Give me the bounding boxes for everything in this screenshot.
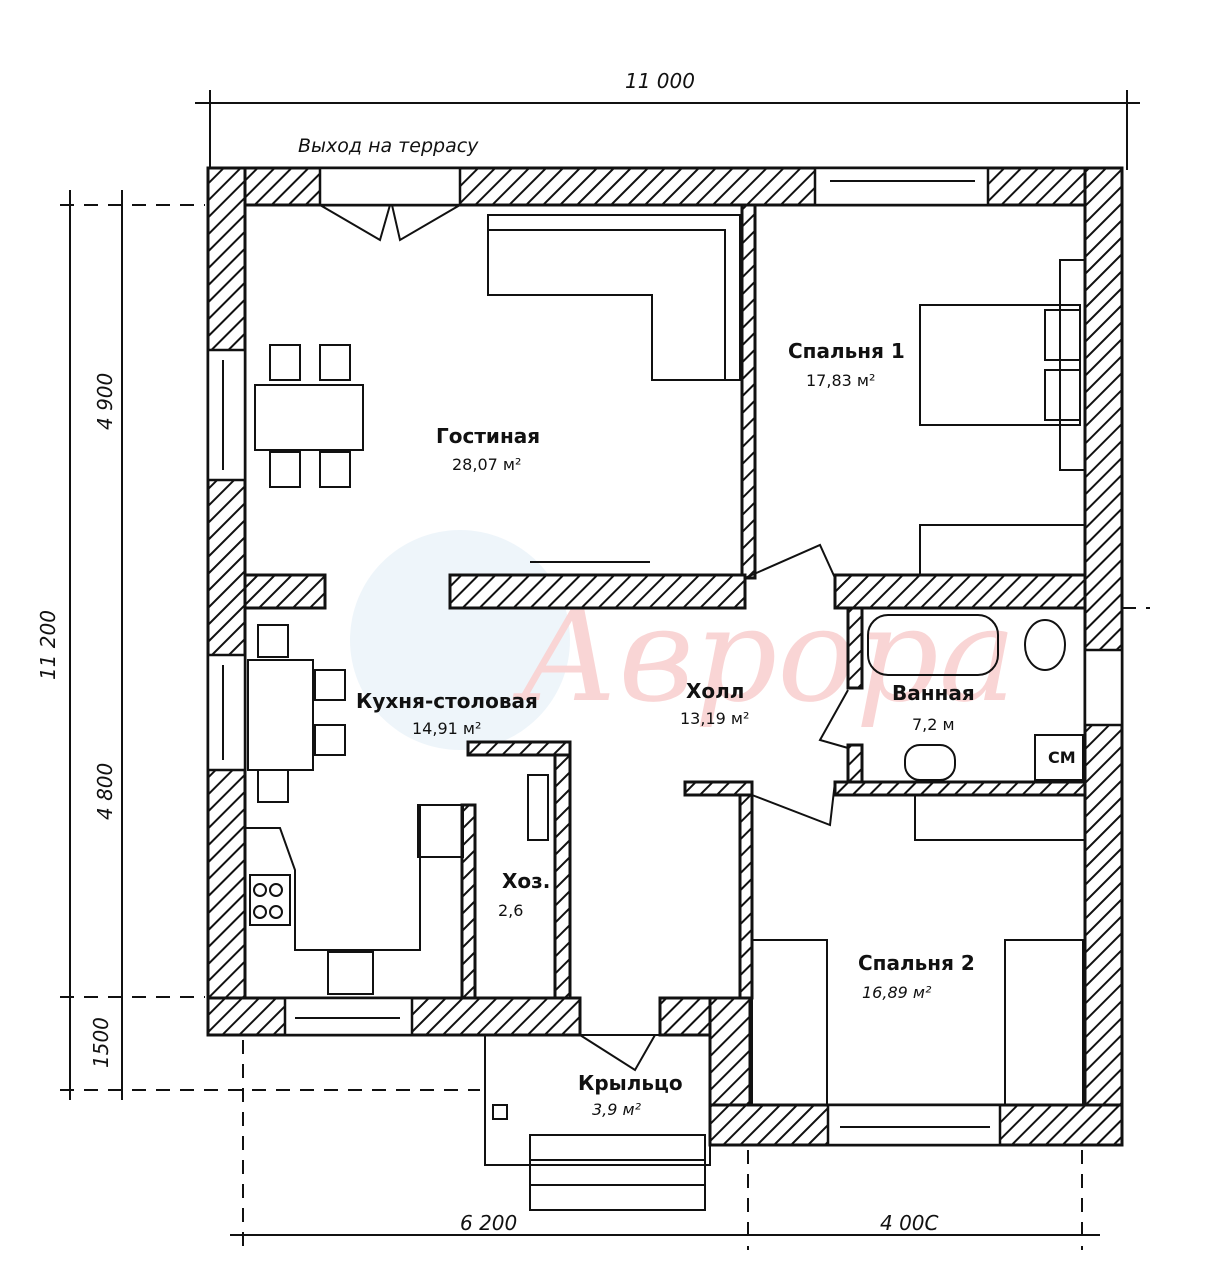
- svg-text:7,2 м: 7,2 м: [912, 715, 955, 734]
- dim-bottom-right: 4 00С: [880, 1211, 939, 1235]
- dim-left-upper: 4 900: [93, 373, 117, 430]
- svg-text:Спальня 2: Спальня 2: [858, 951, 975, 975]
- svg-text:Ванная: Ванная: [892, 681, 975, 705]
- room-kukhnya-stolovaya: Кухня-столовая 14,91 м²: [356, 689, 538, 738]
- svg-text:Гостиная: Гостиная: [436, 424, 540, 448]
- svg-text:Спальня 1: Спальня 1: [788, 339, 905, 363]
- dim-left-middle: 4 800: [93, 763, 117, 820]
- dim-left-lower: 1500: [89, 1017, 113, 1068]
- svg-text:2,6: 2,6: [498, 901, 523, 920]
- dim-left-total: 11 200: [36, 610, 60, 680]
- terrace-exit-note: Выход на террасу: [298, 135, 479, 157]
- room-gostinaya: Гостиная 28,07 м²: [436, 424, 540, 474]
- svg-text:3,9 м²: 3,9 м²: [592, 1100, 642, 1119]
- room-holl: Холл 13,19 м²: [680, 679, 749, 728]
- svg-text:16,89 м²: 16,89 м²: [862, 983, 932, 1002]
- svg-text:Холл: Холл: [686, 679, 744, 703]
- interior-walls: [243, 203, 1087, 1000]
- windows: [206, 166, 1124, 1147]
- room-krylco: Крыльцо 3,9 м²: [578, 1071, 683, 1119]
- washing-machine-label: СМ: [1048, 748, 1076, 767]
- svg-text:Кухня-столовая: Кухня-столовая: [356, 689, 538, 713]
- svg-text:Крыльцо: Крыльцо: [578, 1071, 683, 1095]
- svg-text:Хоз.: Хоз.: [502, 869, 550, 893]
- svg-text:13,19 м²: 13,19 м²: [680, 709, 749, 728]
- room-hoz: Хоз. 2,6: [498, 869, 550, 920]
- room-spalnya-1: Спальня 1 17,83 м²: [788, 339, 905, 390]
- furniture: [245, 214, 1086, 1211]
- dim-bottom-left: 6 200: [460, 1211, 517, 1235]
- svg-text:28,07 м²: 28,07 м²: [452, 455, 521, 474]
- svg-text:17,83 м²: 17,83 м²: [806, 371, 875, 390]
- dim-top-total: 11 000: [625, 69, 695, 93]
- room-vannaya: Ванная 7,2 м СМ: [892, 681, 1076, 767]
- room-spalnya-2: Спальня 2 16,89 м²: [858, 951, 975, 1002]
- svg-text:14,91 м²: 14,91 м²: [412, 719, 481, 738]
- dimension-lines: [60, 90, 1150, 1250]
